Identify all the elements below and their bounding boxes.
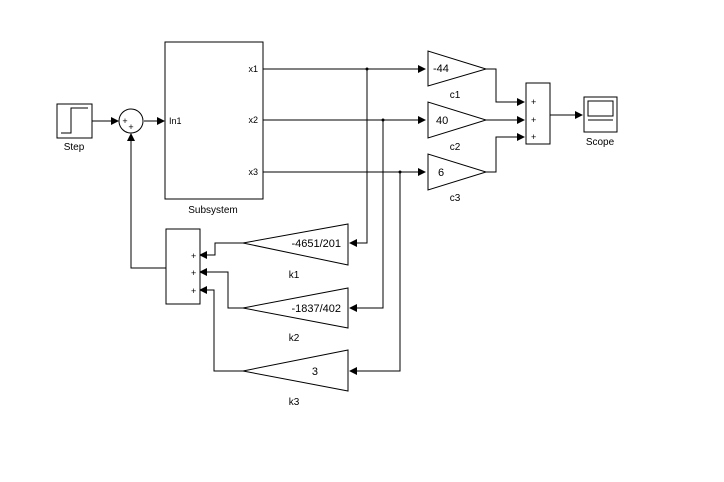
- output-sum-sign-2: +: [531, 115, 536, 125]
- signal-lines: [92, 65, 583, 375]
- output-sum-sign-1: +: [531, 97, 536, 107]
- scope-label: Scope: [586, 137, 615, 148]
- wire-c1-to-out-sum: [486, 68, 525, 106]
- gain-c2[interactable]: 40 c2: [427, 101, 488, 153]
- feedback-sum-sign-2: +: [191, 268, 196, 278]
- wire-c3-to-out-sum: [486, 133, 525, 173]
- wire-feedback-to-input-sum: [127, 133, 166, 269]
- gain-k2[interactable]: -1837/402 k2: [242, 287, 349, 344]
- gain-k3-value: 3: [312, 366, 318, 378]
- subsystem-out-port-x3: x3: [248, 167, 258, 177]
- step-icon: [61, 107, 88, 134]
- scope-block[interactable]: Scope: [583, 96, 618, 148]
- subsystem-out-port-x1: x1: [248, 64, 258, 74]
- subsystem-out-port-x2: x2: [248, 115, 258, 125]
- output-sum-sign-3: +: [531, 132, 536, 142]
- input-sum-sign-2: +: [128, 122, 133, 132]
- feedback-sum-block[interactable]: + + +: [165, 228, 201, 305]
- wire-k3-to-feedback-sum: [199, 286, 243, 372]
- gain-k2-value: -1837/402: [291, 303, 341, 315]
- gain-k3[interactable]: 3 k3: [242, 349, 349, 408]
- gain-c3[interactable]: 6 c3: [427, 153, 488, 204]
- step-block[interactable]: Step: [56, 103, 93, 153]
- gain-c2-value: 40: [436, 115, 448, 127]
- feedback-sum-sign-3: +: [191, 286, 196, 296]
- wire-x1-to-k1: [349, 69, 368, 247]
- gain-c1[interactable]: -44 c1: [427, 50, 488, 101]
- gain-c1-value: -44: [433, 63, 449, 75]
- wire-k2-to-feedback-sum: [199, 268, 243, 309]
- input-sum-sign-1: +: [122, 116, 127, 126]
- wire-x3-to-k3: [349, 172, 401, 375]
- gain-c3-label: c3: [450, 193, 461, 204]
- feedback-sum-sign-1: +: [191, 251, 196, 261]
- step-label: Step: [64, 142, 85, 153]
- gain-k1[interactable]: -4651/201 k1: [242, 223, 349, 281]
- input-sum-block[interactable]: + +: [118, 108, 144, 134]
- gain-c2-label: c2: [450, 142, 461, 153]
- subsystem-in-port: In1: [169, 116, 182, 126]
- gain-c3-value: 6: [438, 167, 444, 179]
- gain-k1-value: -4651/201: [291, 238, 341, 250]
- wire-k1-to-feedback-sum: [199, 242, 243, 259]
- subsystem-label: Subsystem: [188, 205, 237, 216]
- gain-c1-label: c1: [450, 90, 461, 101]
- scope-icon: [587, 100, 614, 117]
- gain-k1-label: k1: [289, 270, 300, 281]
- gain-k3-label: k3: [289, 397, 300, 408]
- gain-k2-label: k2: [289, 333, 300, 344]
- subsystem-block[interactable]: In1 x1 x2 x3 Subsystem: [164, 41, 264, 216]
- output-sum-block[interactable]: + + +: [525, 82, 551, 145]
- wire-x2-to-k2: [349, 120, 384, 312]
